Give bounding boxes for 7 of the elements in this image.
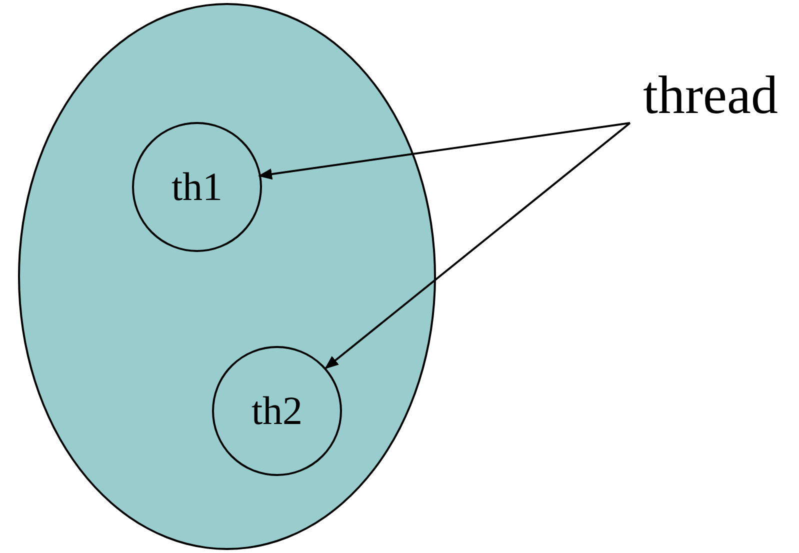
thread-circle — [132, 122, 262, 252]
thread-circle — [212, 346, 342, 476]
node-label: th2 — [251, 391, 303, 431]
node-label: th1 — [171, 167, 223, 207]
arrow — [324, 122, 631, 370]
callout-label: thread — [643, 68, 778, 122]
arrow — [258, 122, 630, 180]
